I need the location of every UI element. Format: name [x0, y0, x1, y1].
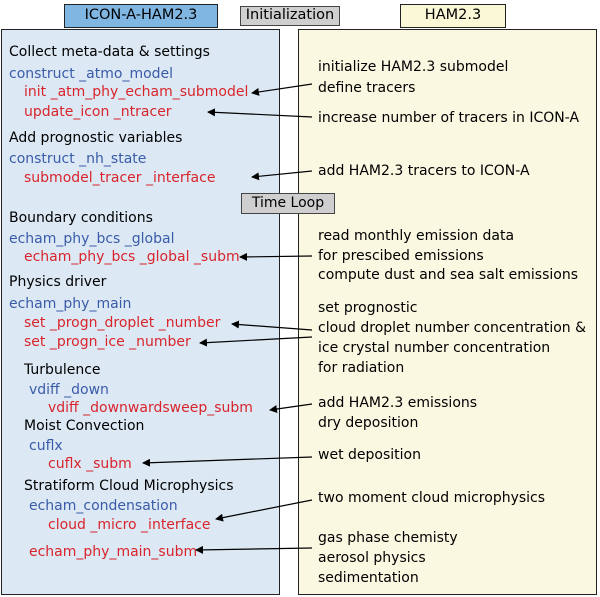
construct-atmo-model: construct _atmo_model: [9, 66, 174, 82]
arrow-bcs-global-subm: [239, 252, 313, 261]
physics-section-title: Physics driver: [9, 274, 107, 290]
icnc: ice crystal number concentration: [318, 340, 551, 356]
boundary-section-title: Boundary conditions: [9, 210, 153, 226]
init-atm-phy-echam-submodel: init _atm_phy_echam_submodel: [24, 84, 249, 100]
echam-phy-bcs-global: echam_phy_bcs _global: [9, 231, 175, 247]
collect-section-title: Collect meta-data & settings: [9, 44, 210, 60]
cuflx: cuflx: [29, 438, 63, 454]
echam-phy-main: echam_phy_main: [9, 296, 132, 312]
vdiff-downwardsweep-subm: vdiff _downwardsweep_subm: [48, 400, 253, 416]
moist-section-title: Moist Convection: [24, 418, 145, 434]
dust-sea-salt: compute dust and sea salt emissions: [318, 267, 578, 283]
turbulence-section-title: Turbulence: [24, 362, 101, 378]
ham-header: HAM2.3: [400, 4, 506, 28]
construct-nh-state: construct _nh_state: [9, 151, 147, 167]
arrow-progn-droplet: [231, 320, 313, 331]
arrow-cloud-micro: [215, 499, 313, 522]
echam-phy-bcs-global-subm: echam_phy_bcs _global _subm: [24, 249, 240, 265]
add-ham-emissions: add HAM2.3 emissions: [318, 395, 478, 411]
read-emission-data: read monthly emission data: [318, 228, 515, 244]
sedimentation: sedimentation: [318, 570, 419, 586]
cloud-micro-interface: cloud _micro _interface: [48, 517, 211, 533]
add-tracers: add HAM2.3 tracers to ICON-A: [318, 163, 530, 179]
prescribed-emissions: for prescibed emissions: [318, 248, 484, 264]
arrow-cuflx-subm: [142, 456, 313, 467]
gas-phase-chemistry: gas phase chemisty: [318, 530, 458, 546]
prognostic-section-title: Add prognostic variables: [9, 130, 183, 146]
dry-deposition: dry deposition: [318, 415, 419, 431]
echam-condensation: echam_condensation: [29, 498, 178, 514]
wet-deposition: wet deposition: [318, 447, 421, 463]
aerosol-physics: aerosol physics: [318, 550, 426, 566]
initialization-label: Initialization: [240, 6, 340, 26]
initialize-ham-submodel: initialize HAM2.3 submodel: [318, 59, 509, 75]
for-radiation: for radiation: [318, 360, 405, 376]
vdiff-down: vdiff _down: [29, 382, 109, 398]
stratiform-section-title: Stratiform Cloud Microphysics: [24, 478, 234, 494]
arrow-phy-main-subm: [195, 545, 313, 554]
set-prognostic: set prognostic: [318, 300, 418, 316]
time-loop-label: Time Loop: [241, 193, 335, 214]
cdnc: cloud droplet number concentration &: [318, 320, 587, 336]
define-tracers: define tracers: [318, 80, 416, 96]
icon-a-header: ICON-A-HAM2.3: [64, 4, 218, 28]
icon-a-panel: [1, 29, 280, 595]
arrow-progn-ice: [199, 336, 313, 347]
echam-phy-main-subm: echam_phy_main_subm: [29, 544, 198, 560]
two-moment-microphysics: two moment cloud microphysics: [318, 490, 546, 506]
set-progn-droplet-number: set _progn_droplet _number: [24, 315, 221, 331]
update-icon-ntracer: update_icon _ntracer: [24, 104, 172, 120]
arrow-init-submodel: [251, 83, 313, 96]
arrow-tracer-interface: [251, 170, 313, 181]
ham-panel: [298, 29, 597, 595]
submodel-tracer-interface: submodel_tracer _interface: [24, 170, 216, 186]
increase-tracers: increase number of tracers in ICON-A: [318, 110, 580, 126]
arrow-vdiff-sweep: [269, 403, 313, 413]
cuflx-subm: cuflx _subm: [48, 456, 132, 472]
set-progn-ice-number: set _progn_ice _number: [24, 334, 191, 350]
arrow-update-ntracer: [207, 108, 313, 118]
